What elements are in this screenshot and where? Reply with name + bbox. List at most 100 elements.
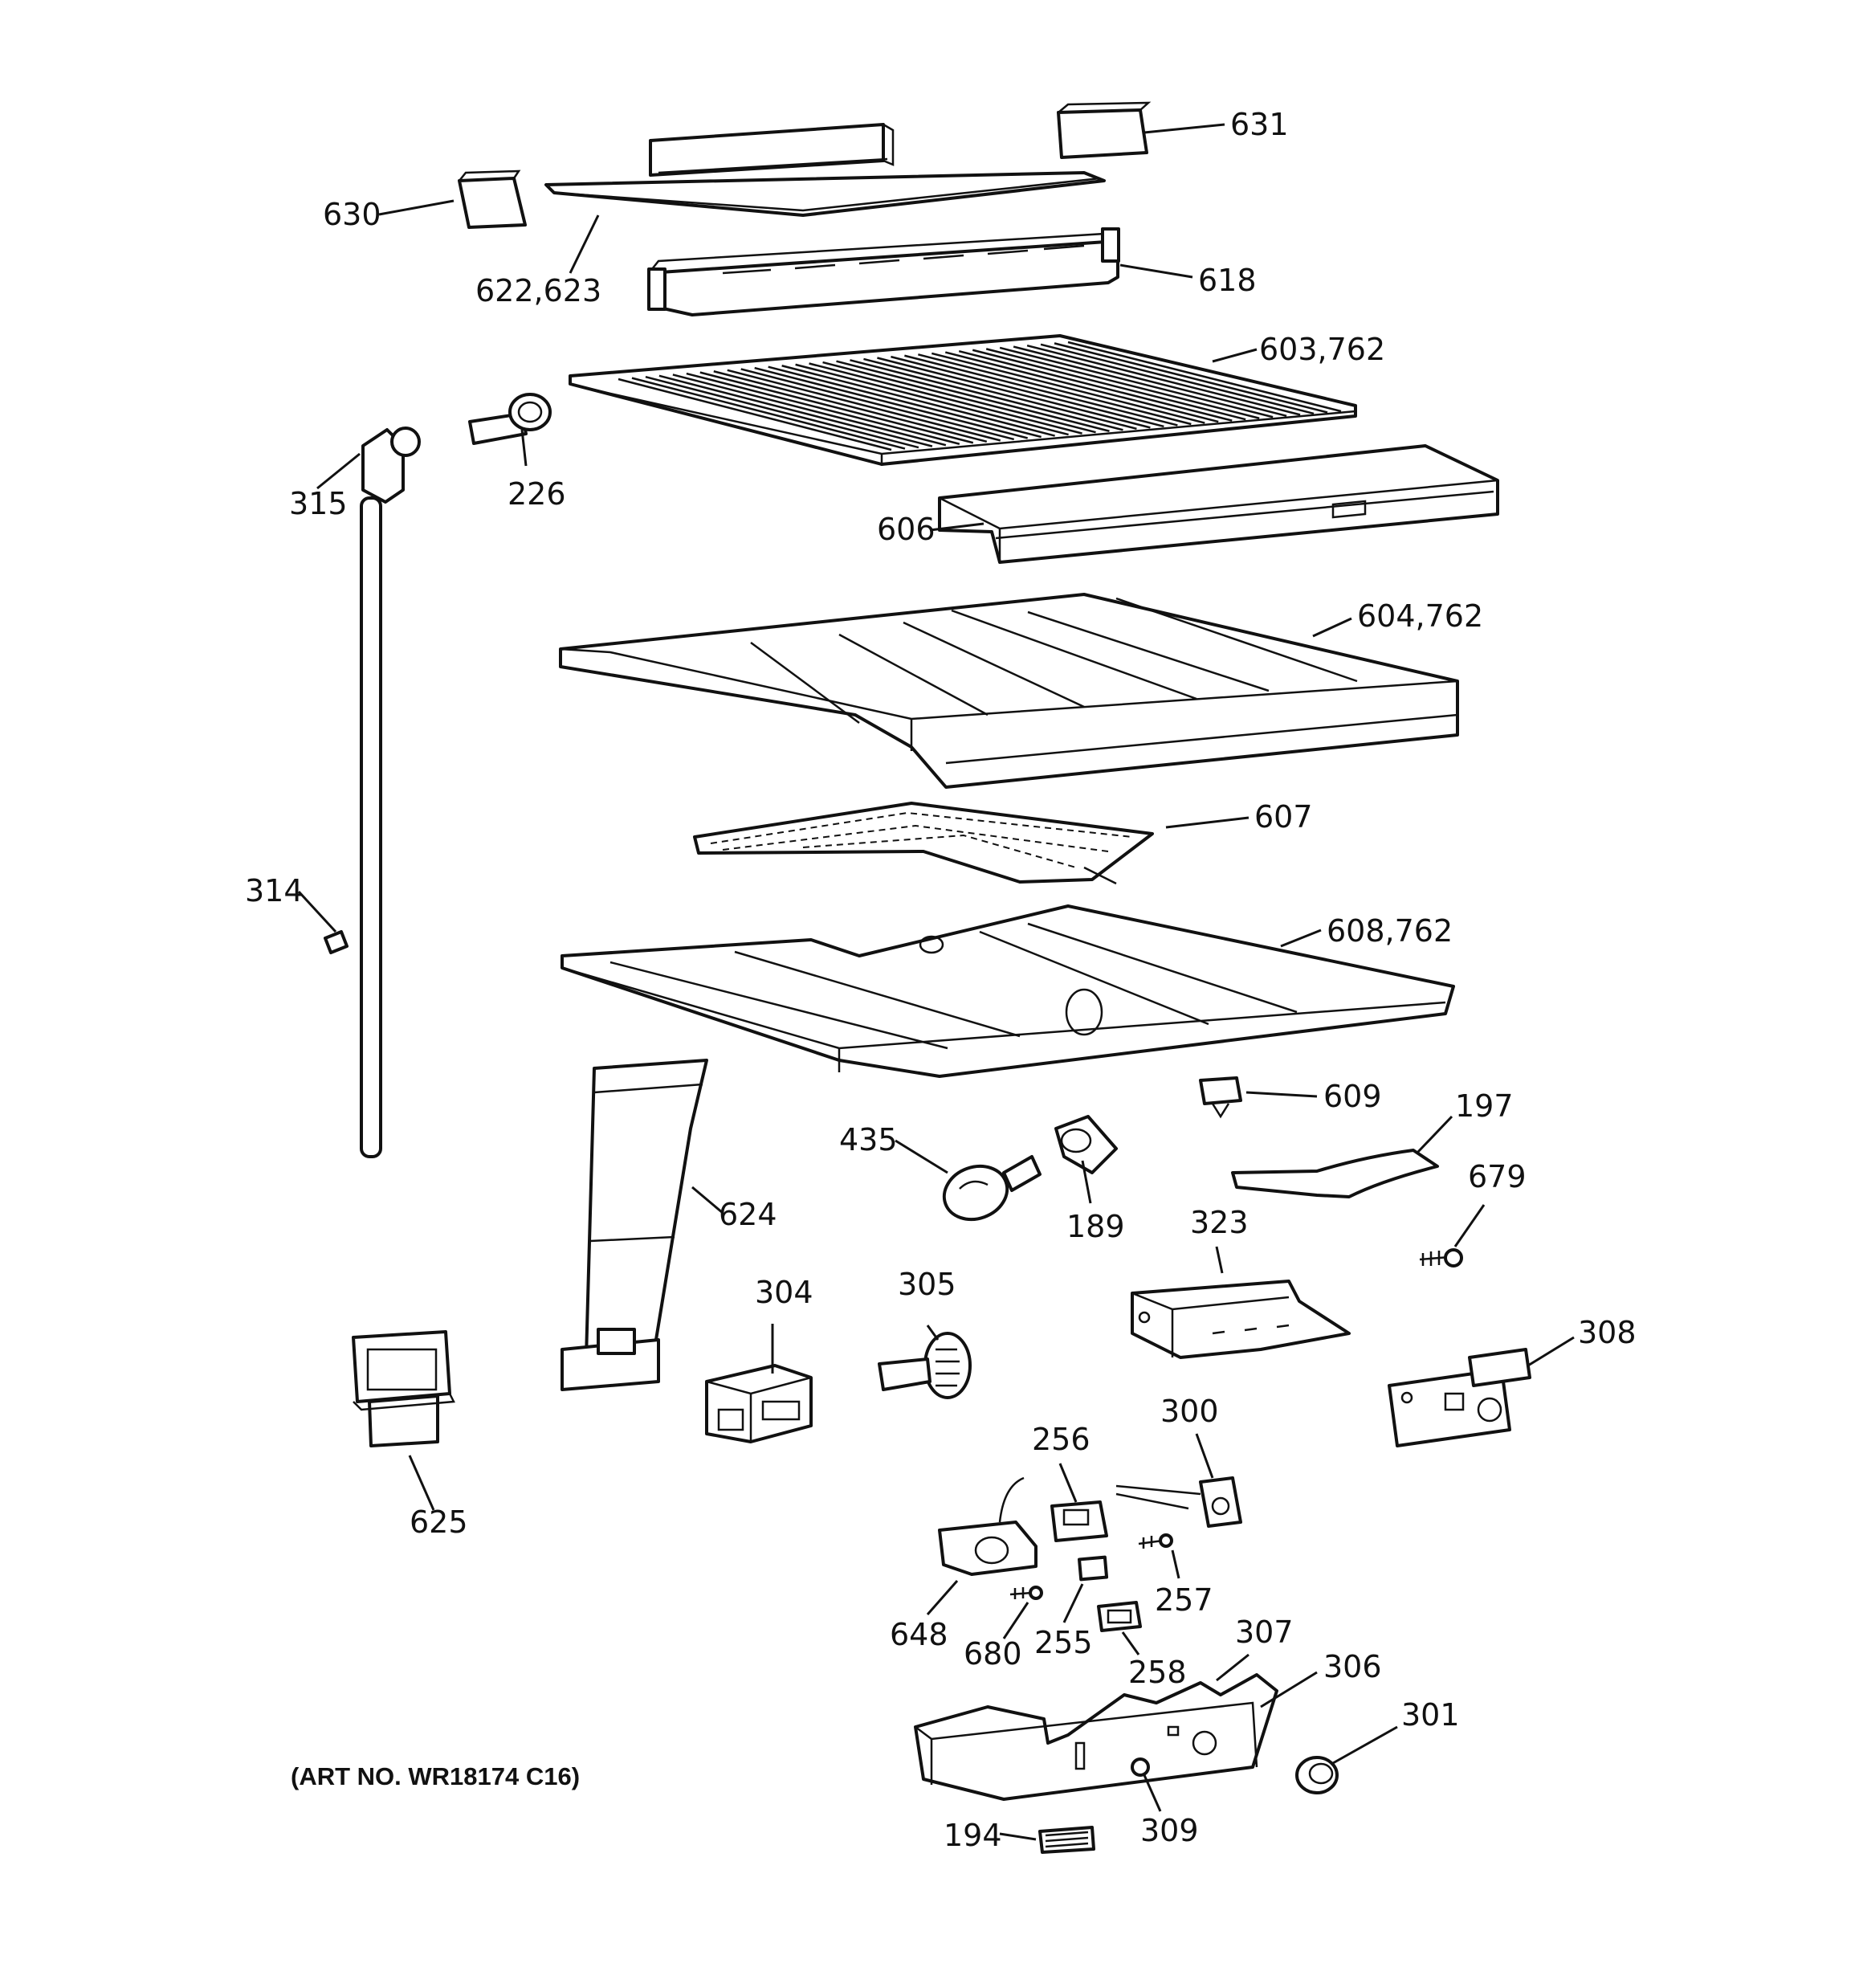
art-number: (ART NO. WR18174 C16) <box>291 1762 580 1790</box>
shelf-rib <box>1054 342 1328 414</box>
shelf-rib <box>822 361 1096 434</box>
part-630 <box>458 169 527 229</box>
callout-607: 607 <box>1254 799 1313 835</box>
callout-258: 258 <box>1128 1655 1187 1690</box>
callout-435: 435 <box>839 1122 898 1157</box>
part-648 <box>938 1476 1037 1576</box>
callout-194: 194 <box>944 1818 1002 1853</box>
shelf-rib <box>904 354 1178 427</box>
callout-624: 624 <box>719 1197 777 1232</box>
callout-304: 304 <box>755 1275 813 1310</box>
callout-306: 306 <box>1323 1649 1382 1684</box>
callout-300: 300 <box>1160 1394 1219 1429</box>
callout-309: 309 <box>1140 1813 1199 1848</box>
part-323 <box>1131 1280 1351 1359</box>
shelf-rib <box>999 346 1274 418</box>
shelf-rib <box>1040 343 1315 415</box>
callout-323: 323 <box>1190 1205 1249 1240</box>
shelf-rib <box>1026 344 1301 416</box>
shelf-rib <box>944 351 1219 423</box>
callout-625: 625 <box>410 1504 468 1540</box>
callout-labels: 631 630 622,623 618 603,762 315 226 606 … <box>245 107 1637 1853</box>
part-622-623 <box>544 123 1106 217</box>
callout-308: 308 <box>1578 1315 1637 1350</box>
part-608-762 <box>561 904 1455 1078</box>
callout-630: 630 <box>323 197 381 232</box>
shelf-rib <box>931 352 1205 424</box>
part-257 <box>1138 1533 1173 1549</box>
callout-603-762: 603,762 <box>1259 332 1385 367</box>
callout-307: 307 <box>1235 1614 1294 1650</box>
part-258 <box>1097 1601 1142 1632</box>
part-618 <box>647 227 1120 316</box>
part-607 <box>693 802 1154 885</box>
callout-631: 631 <box>1230 107 1289 142</box>
part-631 <box>1057 101 1152 159</box>
callout-680: 680 <box>964 1636 1022 1672</box>
callout-618: 618 <box>1198 263 1257 298</box>
part-189 <box>1054 1115 1118 1174</box>
shelf-rib <box>850 359 1123 431</box>
shelf-rib <box>781 365 1055 437</box>
callout-197: 197 <box>1455 1088 1514 1124</box>
shelf-rib <box>768 365 1042 439</box>
callout-608-762: 608,762 <box>1327 913 1453 949</box>
shelf-rib <box>699 371 974 444</box>
shelf-rib <box>836 360 1110 432</box>
shelf-rib <box>863 357 1137 431</box>
part-625 <box>352 1330 455 1447</box>
shelf-rib <box>809 362 1082 435</box>
shelf-rib <box>958 349 1233 422</box>
part-435 <box>942 1155 1042 1222</box>
part-624 <box>561 1059 708 1391</box>
shelf-rib <box>972 349 1246 421</box>
callout-679: 679 <box>1468 1159 1527 1194</box>
shelf-rib <box>672 374 947 447</box>
part-301 <box>1295 1756 1339 1794</box>
shelf-rib <box>877 357 1151 429</box>
part-226 <box>468 393 552 445</box>
shelf-rib <box>1013 345 1287 418</box>
shelf-rib <box>631 377 906 450</box>
shelf-rib <box>985 348 1260 419</box>
callout-315: 315 <box>289 486 348 521</box>
part-194 <box>1038 1826 1095 1854</box>
shelf-rib <box>645 376 919 449</box>
part-315-rod <box>360 427 421 1158</box>
shelf-rib <box>891 355 1164 428</box>
part-680 <box>1009 1586 1043 1600</box>
part-308 <box>1388 1348 1531 1447</box>
callout-609: 609 <box>1323 1079 1382 1114</box>
callout-314: 314 <box>245 873 304 908</box>
shelf-rib <box>740 368 1015 441</box>
part-256 <box>1050 1500 1108 1542</box>
callout-606: 606 <box>877 512 936 547</box>
callout-604-762: 604,762 <box>1357 598 1483 634</box>
shelf-rib <box>1067 341 1342 413</box>
shelf-rib <box>795 363 1069 436</box>
part-679 <box>1419 1248 1463 1268</box>
part-603-762 <box>569 334 1357 466</box>
shelf-rib <box>713 370 988 443</box>
callout-257: 257 <box>1155 1582 1213 1618</box>
part-197 <box>1231 1149 1439 1198</box>
shelf-rib <box>618 378 892 451</box>
callout-301: 301 <box>1401 1697 1460 1733</box>
callout-622-623: 622,623 <box>475 273 601 308</box>
callout-226: 226 <box>508 476 566 512</box>
part-606 <box>938 444 1499 564</box>
part-300 <box>1115 1476 1242 1528</box>
leader-lines <box>297 123 1575 1841</box>
callout-648: 648 <box>890 1617 948 1652</box>
part-604-762 <box>559 593 1459 789</box>
part-314 <box>324 930 349 954</box>
shelf-rib <box>918 353 1192 426</box>
callout-305: 305 <box>898 1267 956 1302</box>
part-255 <box>1078 1555 1109 1582</box>
part-305 <box>878 1332 972 1399</box>
part-304 <box>705 1364 813 1443</box>
callout-189: 189 <box>1066 1209 1125 1244</box>
shelf-rib <box>686 372 960 445</box>
shelf-rib <box>727 369 1001 442</box>
